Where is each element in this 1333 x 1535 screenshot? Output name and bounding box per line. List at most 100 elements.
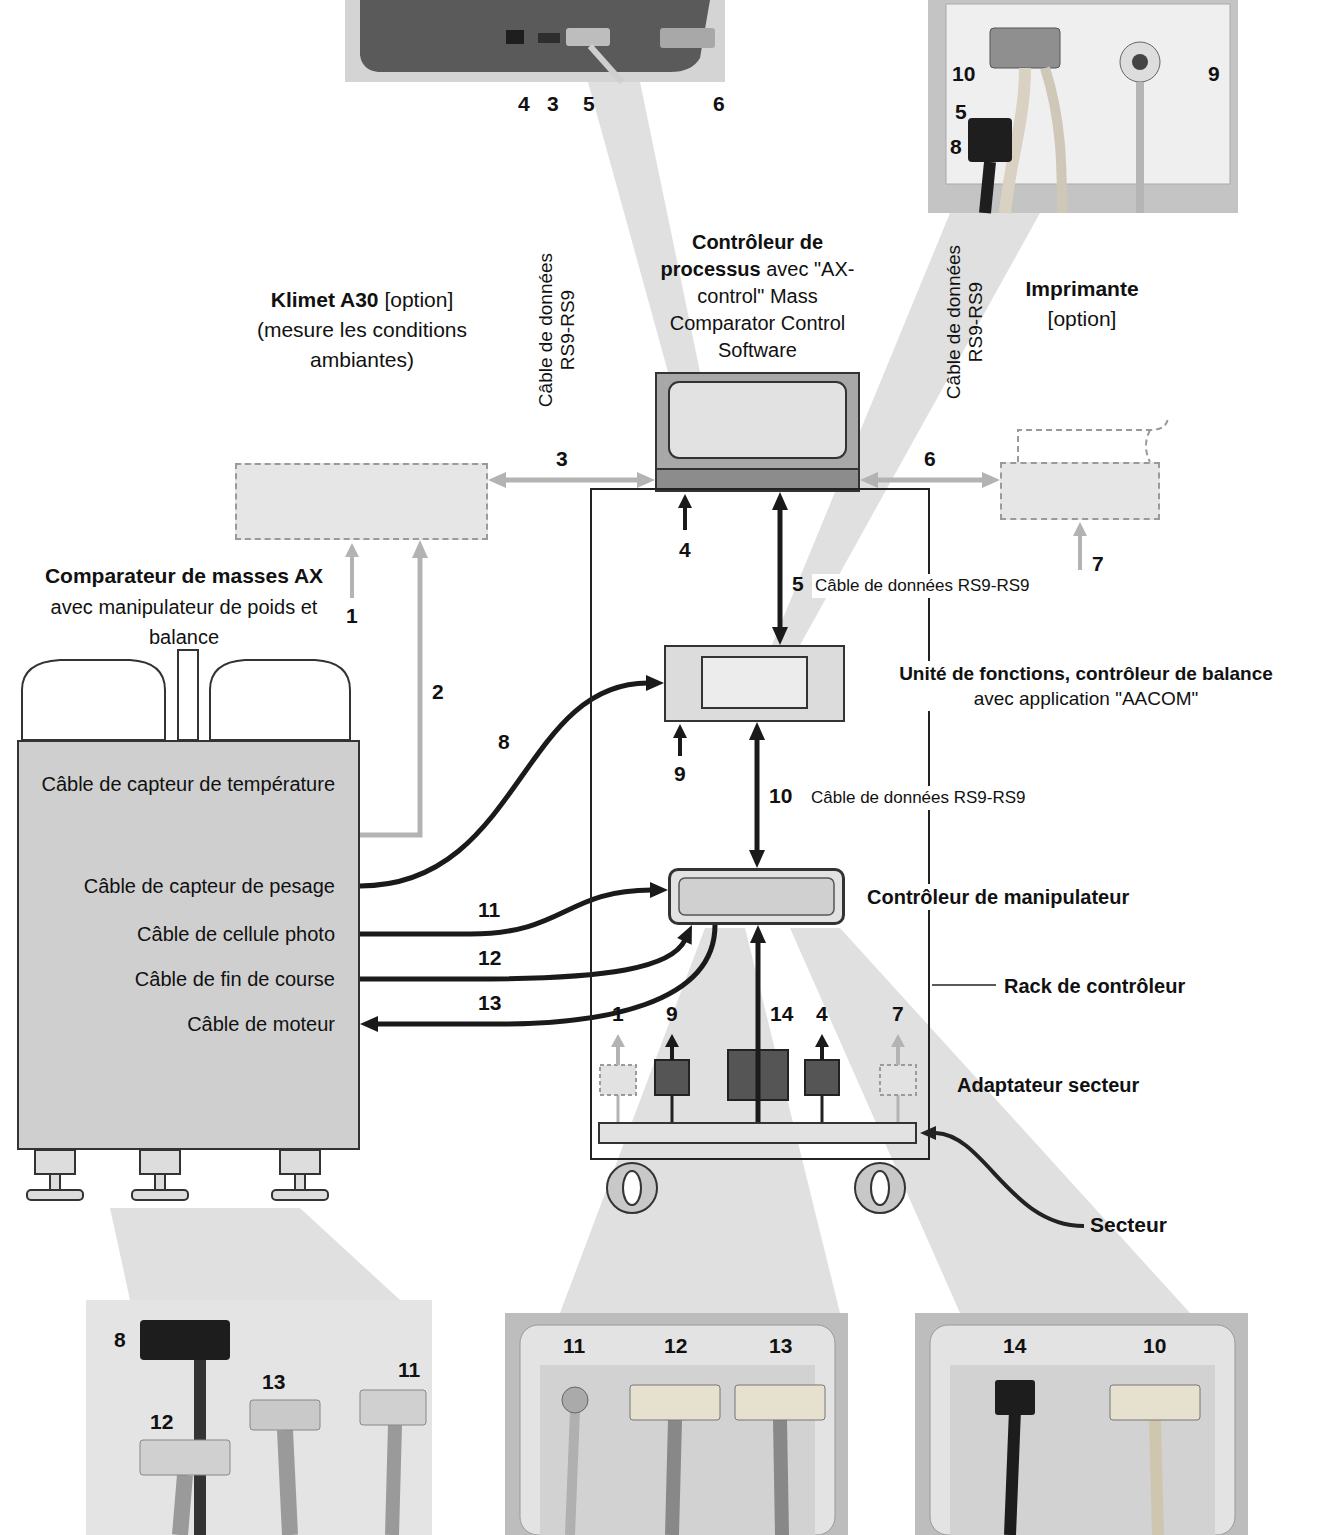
cable [1045, 68, 1062, 213]
callout-number: 13 [769, 1334, 792, 1358]
power-adapter: Adaptateur secteur [598, 1122, 917, 1144]
node-text: Contrôleur de manipulateur [863, 884, 1133, 910]
cable [672, 1420, 675, 1535]
connector [990, 28, 1060, 68]
function-unit-photo [928, 0, 1238, 213]
callout-number: 12 [664, 1334, 687, 1358]
node-text: [option] [972, 304, 1192, 334]
housing [520, 1325, 835, 1535]
mains-cable [936, 1133, 1084, 1226]
cable-name: Câble de moteur [33, 1010, 335, 1038]
callout-number: 6 [713, 92, 725, 116]
connector-line [876, 478, 984, 483]
callout-number: 10 [769, 784, 792, 808]
printer-paper [1018, 416, 1168, 462]
connector-line [360, 683, 648, 886]
connector-line [360, 890, 652, 934]
power-plug [1132, 54, 1148, 70]
callout-number: 1 [346, 604, 358, 628]
stem [617, 1095, 620, 1122]
arrow-line [350, 556, 354, 598]
cable [285, 1430, 290, 1535]
callout-number: 5 [583, 92, 595, 116]
cable [1136, 82, 1144, 213]
callout-number: 14 [770, 1002, 793, 1026]
cable [985, 162, 990, 213]
connector [360, 925, 715, 1032]
cable [570, 1410, 575, 1535]
printer-box: Imprimante[option] [1000, 462, 1160, 520]
beam [560, 928, 840, 1313]
foot [50, 1174, 60, 1190]
manipulator-label: Contrôleur de manipulateur [863, 884, 1163, 910]
node-text: Imprimante [972, 274, 1192, 304]
callout-number: 4 [518, 92, 530, 116]
connector-line [376, 925, 715, 1024]
photo-ground [345, 0, 725, 82]
manipulator-drawing [671, 871, 842, 922]
connector-line [756, 941, 761, 1122]
node-text: avec application "AACOM" [850, 686, 1322, 711]
node-text: Câble de capteur de température [33, 770, 335, 798]
comparator-photo [86, 1300, 432, 1535]
connector [360, 675, 664, 886]
callout-number: 8 [114, 1328, 126, 1352]
power-block [805, 1060, 839, 1095]
center-column [178, 650, 198, 740]
arrow-head [749, 722, 765, 740]
arrow-head [345, 543, 359, 557]
arrow-head [920, 1126, 936, 1140]
callout-number: 1 [612, 1002, 624, 1026]
manipulator-photo [915, 1313, 1248, 1535]
foot [155, 1174, 165, 1190]
node-text: Câble de moteur [33, 1010, 335, 1038]
monitor-drawing [655, 372, 860, 492]
foot [132, 1190, 188, 1200]
port [538, 33, 560, 43]
arrow-head [772, 492, 788, 510]
arrow-line [683, 506, 687, 530]
cable-name: Câble de capteur de pesage [33, 872, 335, 900]
arrow-head [750, 925, 766, 943]
arrow-head [678, 494, 692, 508]
callout-number: 14 [1003, 1334, 1026, 1358]
process-controller: Contrôleur de processusavec "AX-control"… [655, 372, 860, 492]
housing-face [950, 1365, 1215, 1535]
supply-arrows [345, 494, 1087, 1226]
callout-number: 7 [1092, 552, 1104, 576]
arrow-head [815, 1034, 829, 1047]
arrow-line [616, 1046, 620, 1065]
callout-number: 13 [478, 991, 501, 1015]
arrow-head [860, 472, 878, 488]
connector-line [755, 738, 760, 852]
callout-number: 9 [1208, 62, 1220, 86]
arrow-head [665, 1034, 679, 1047]
node-text: Câble de capteur de pesage [33, 872, 335, 900]
arrow-head [412, 540, 428, 558]
arrow-head [772, 627, 788, 645]
foot [272, 1190, 328, 1200]
laptop-body [360, 0, 710, 72]
foot [27, 1190, 83, 1200]
mains-label: Secteur [1090, 1213, 1167, 1237]
housing [946, 4, 1230, 184]
arrow-head [749, 850, 765, 868]
callout-number: 12 [478, 946, 501, 970]
connector [749, 722, 765, 868]
callout-number: 6 [924, 447, 936, 471]
callout-number: 8 [498, 730, 510, 754]
cable-name: Câble de fin de course [33, 965, 335, 993]
power-socket [1120, 42, 1160, 82]
callout-number: 2 [432, 680, 444, 704]
stem [897, 1095, 900, 1122]
node-text: avec manipulateur de poids et balance [19, 592, 349, 652]
paper-sheet [1018, 416, 1168, 462]
cable-label: Câble de données RS9-RS9 [534, 243, 578, 418]
foot [280, 1150, 320, 1174]
printer-heading: Imprimante[option] [972, 274, 1192, 334]
connector [360, 1390, 426, 1425]
arrow-head [650, 882, 668, 898]
arrow-line [670, 1046, 674, 1060]
